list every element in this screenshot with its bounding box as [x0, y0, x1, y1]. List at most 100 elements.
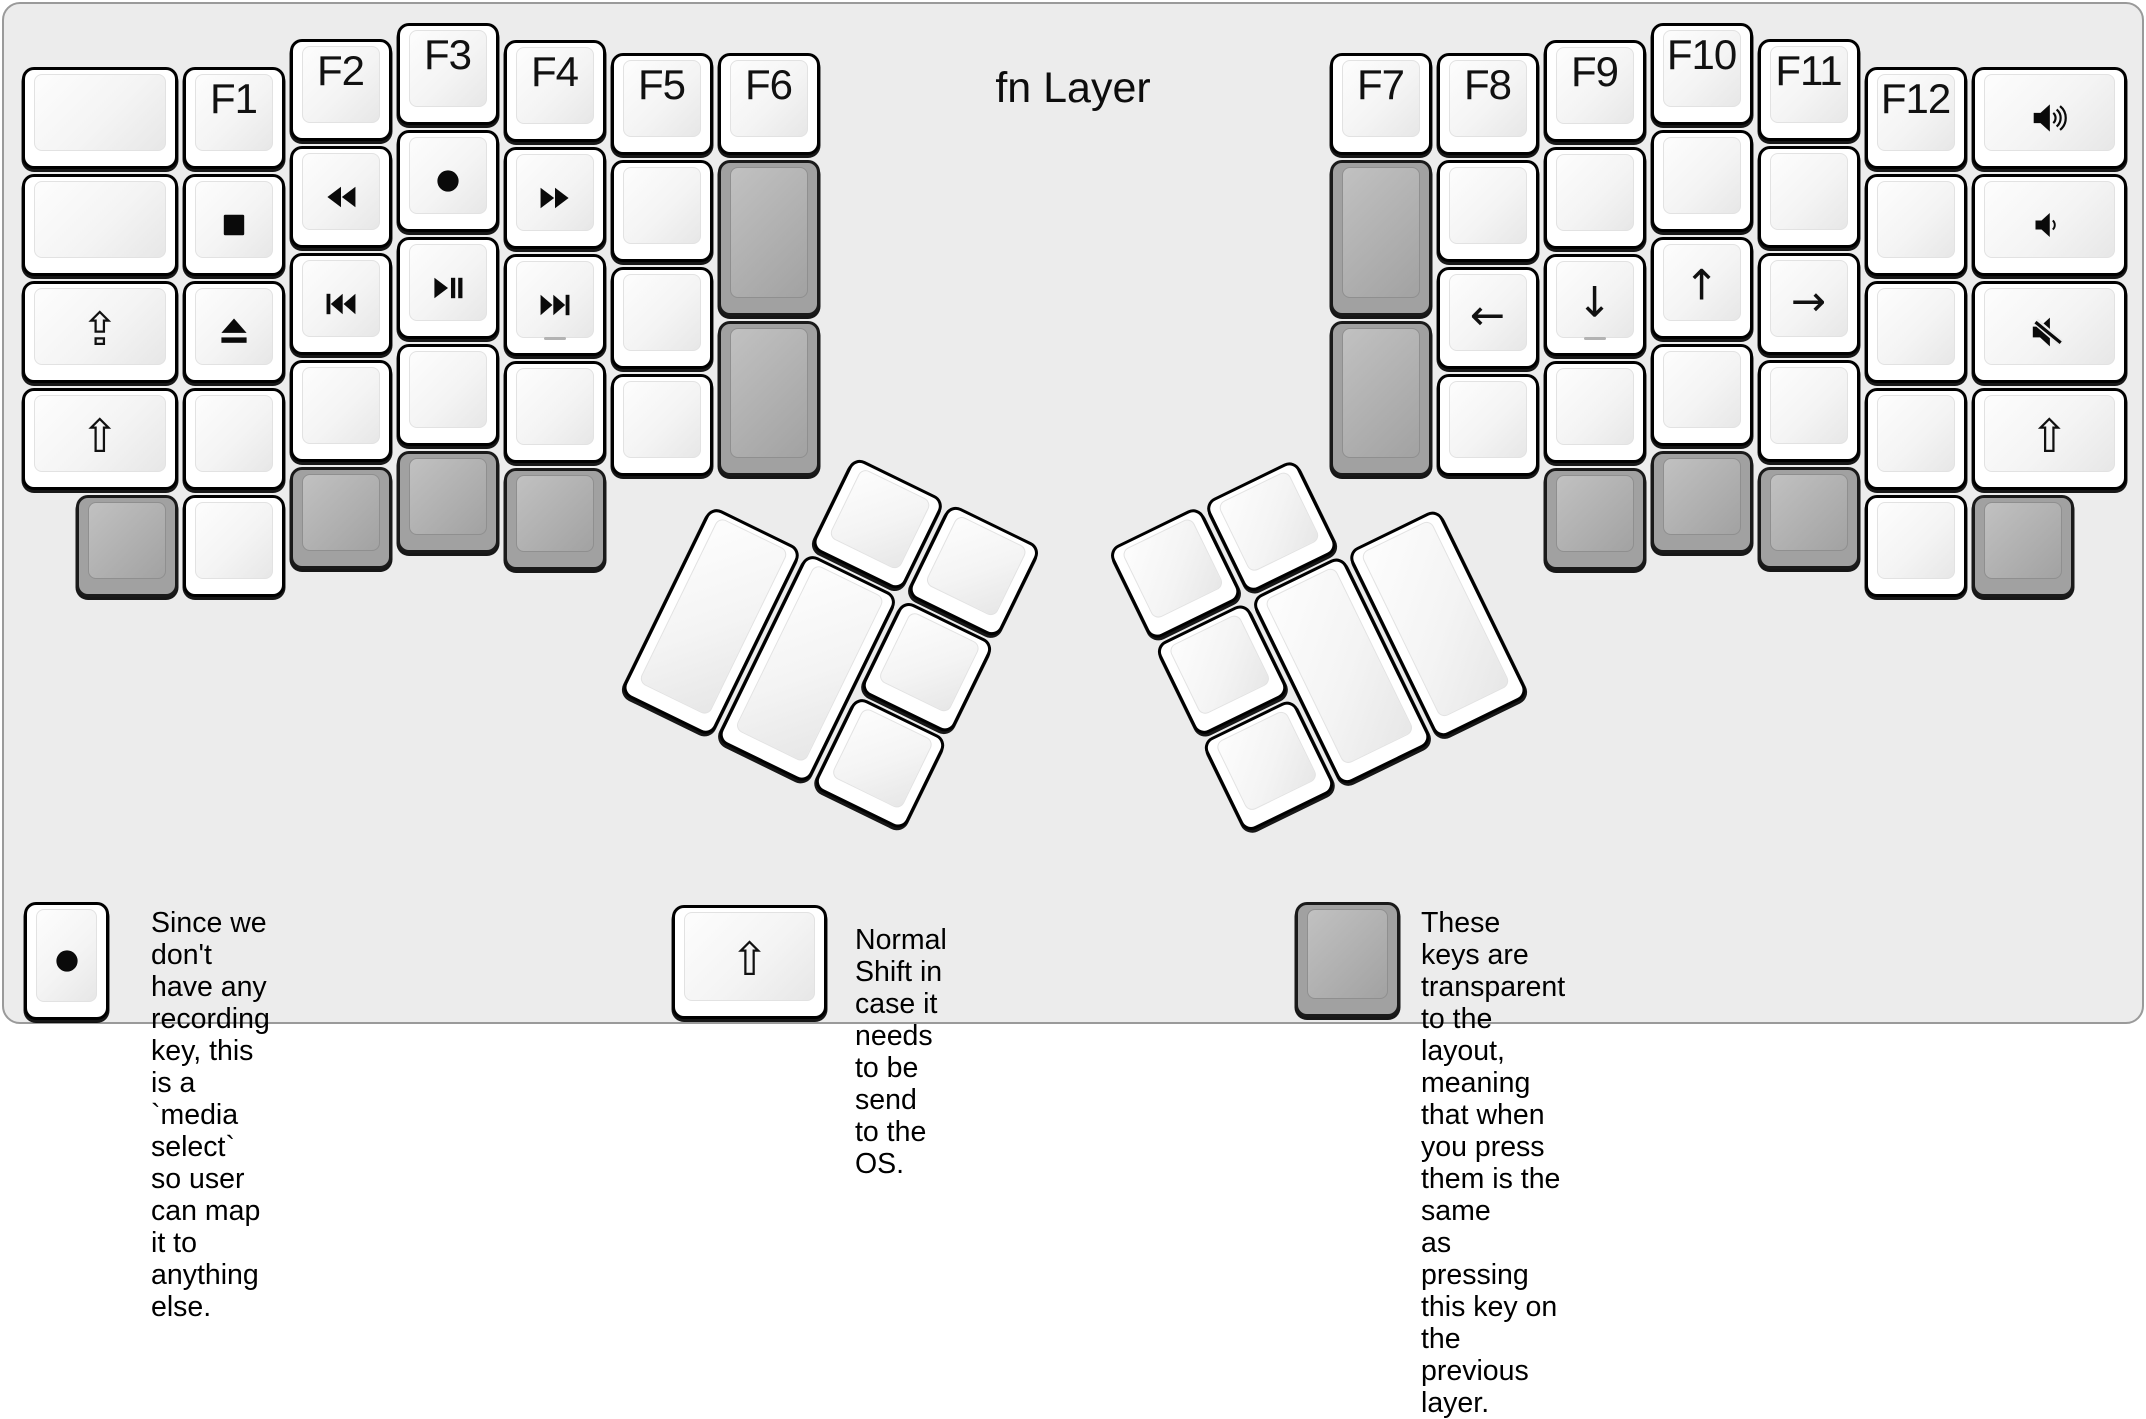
key-f2[interactable]: F2	[289, 39, 392, 141]
key-transparent[interactable]	[1329, 160, 1432, 316]
key-arrow-right[interactable]: →	[1757, 253, 1860, 355]
key-f6[interactable]: F6	[717, 53, 820, 155]
keycap-top	[301, 474, 380, 551]
key-shift-left[interactable]: ⇧	[22, 388, 178, 490]
key-blank[interactable]	[1436, 374, 1539, 476]
stop-icon	[186, 208, 282, 242]
key-blank[interactable]	[503, 361, 606, 463]
key-play-pause[interactable]	[396, 237, 499, 339]
key-volume-down[interactable]	[1971, 174, 2127, 276]
key-f12[interactable]: F12	[1864, 67, 1967, 169]
key-f7[interactable]: F7	[1329, 53, 1432, 155]
keycap-top	[194, 74, 273, 151]
volume-up-icon	[1975, 101, 2125, 135]
arrow-left-icon: ←	[1469, 290, 1506, 340]
key-blank[interactable]	[182, 388, 285, 490]
key-blank[interactable]	[1757, 146, 1860, 248]
keycap-top	[1876, 181, 1955, 258]
keycap-top	[1983, 502, 2062, 579]
arrow-right-icon: →	[1790, 276, 1827, 326]
key-blank[interactable]	[1864, 281, 1967, 383]
key-f3[interactable]: F3	[396, 23, 499, 125]
keycap-top	[1448, 274, 1527, 351]
key-transparent[interactable]	[717, 320, 820, 476]
key-f9[interactable]: F9	[1543, 40, 1646, 142]
key-volume-up[interactable]	[1971, 67, 2127, 169]
key-blank[interactable]	[610, 374, 713, 476]
keycap-top	[1662, 137, 1741, 214]
key-transparent[interactable]	[396, 451, 499, 553]
key-blank[interactable]	[1864, 174, 1967, 276]
key-blank[interactable]	[610, 267, 713, 369]
keycap-top	[1662, 244, 1741, 321]
key-record[interactable]	[396, 130, 499, 232]
keycap-top	[622, 167, 701, 244]
key-transparent[interactable]	[1971, 495, 2074, 597]
key-transparent[interactable]	[1757, 467, 1860, 569]
key-f11[interactable]: F11	[1757, 39, 1860, 141]
keycap-top	[1876, 502, 1955, 579]
key-blank[interactable]	[1650, 344, 1753, 446]
key-stop[interactable]	[182, 174, 285, 276]
keycap-top	[729, 60, 808, 137]
shift-icon: ⇧	[80, 408, 120, 463]
key-fast-forward[interactable]	[503, 147, 606, 249]
keycap-top	[1215, 708, 1319, 813]
key-blank[interactable]	[1757, 360, 1860, 462]
key-label: F3	[423, 31, 472, 78]
key-transparent[interactable]	[289, 467, 392, 569]
key-blank[interactable]	[610, 160, 713, 262]
keycap-top	[301, 367, 380, 444]
key-blank[interactable]	[22, 67, 178, 169]
key-blank[interactable]	[1436, 160, 1539, 262]
keycap-top	[301, 46, 380, 123]
homing-dash	[1583, 336, 1606, 340]
keycap-top	[1448, 60, 1527, 137]
key-next-track[interactable]	[503, 254, 606, 356]
key-shift-right[interactable]: ⇧	[1971, 388, 2127, 490]
key-blank[interactable]	[22, 174, 178, 276]
keycap-top	[1555, 47, 1634, 124]
key-blank[interactable]	[1543, 361, 1646, 463]
keycap-top	[1769, 260, 1848, 337]
key-arrow-down[interactable]: ↓	[1543, 254, 1646, 356]
legend-text-transparent-keys: These keys are transparent to the layout…	[1421, 907, 1566, 1419]
keycap-top	[408, 351, 487, 428]
key-transparent[interactable]	[1650, 451, 1753, 553]
keycap-top	[1121, 516, 1226, 620]
keycap-top	[34, 74, 166, 151]
key-f8[interactable]: F8	[1436, 53, 1539, 155]
key-f10[interactable]: F10	[1650, 23, 1753, 125]
key-f4[interactable]: F4	[503, 40, 606, 142]
key-arrow-left[interactable]: ←	[1436, 267, 1539, 369]
key-label: F8	[1463, 61, 1512, 108]
key-transparent[interactable]	[503, 468, 606, 570]
keycap-top	[515, 154, 594, 231]
key-transparent[interactable]	[75, 495, 178, 597]
legend-text-normal-shift: Normal Shift in case it needs to be send…	[855, 924, 947, 1180]
key-blank[interactable]	[1650, 130, 1753, 232]
key-blank[interactable]	[1864, 495, 1967, 597]
key-eject[interactable]	[182, 281, 285, 383]
key-mute[interactable]	[1971, 281, 2127, 383]
fast-forward-icon	[507, 181, 603, 215]
keycap-top	[1769, 474, 1848, 551]
key-blank[interactable]	[396, 344, 499, 446]
key-blank[interactable]	[1543, 147, 1646, 249]
key-transparent[interactable]	[1543, 468, 1646, 570]
key-label: F10	[1666, 31, 1737, 78]
key-transparent[interactable]	[1329, 320, 1432, 476]
key-transparent[interactable]	[717, 160, 820, 316]
key-prev-track[interactable]	[289, 253, 392, 355]
keycap-top	[1876, 395, 1955, 472]
keycap-top	[1307, 909, 1388, 999]
key-blank[interactable]	[289, 360, 392, 462]
key-arrow-up[interactable]: ↑	[1650, 237, 1753, 339]
key-f5[interactable]: F5	[610, 53, 713, 155]
key-caps-lock[interactable]: ⇪	[22, 281, 178, 383]
key-blank[interactable]	[182, 495, 285, 597]
key-blank[interactable]	[1864, 388, 1967, 490]
key-f1[interactable]: F1	[182, 67, 285, 169]
key-rewind[interactable]	[289, 146, 392, 248]
